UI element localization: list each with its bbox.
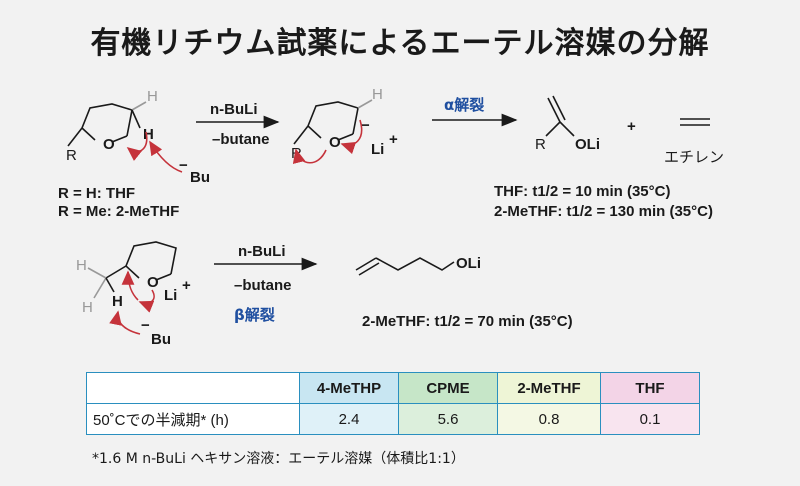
table-cell: 5.6	[398, 403, 498, 435]
enolate-oli: OLi	[575, 136, 600, 153]
thf-ring-start: O R H H	[66, 88, 158, 164]
methf-ring: O H H H Li +	[76, 241, 191, 316]
table-header-row: 4-MeTHP CPME 2-MeTHF THF	[86, 372, 700, 404]
electron-arrow-3	[340, 119, 363, 155]
atom-bu: Bu	[190, 169, 210, 186]
thf-ring-lithiated: O R H − Li +	[291, 86, 398, 162]
atom-o: O	[103, 136, 115, 153]
table-row-label: 50˚Cでの半減期* (h)	[86, 403, 300, 435]
table-header-blank	[86, 372, 300, 404]
table-cell: 0.8	[497, 403, 601, 435]
atom-r: R	[66, 147, 77, 164]
reagent-label-1: n-BuLi	[210, 101, 257, 118]
electron-arrow-5	[121, 270, 139, 301]
product-oli: OLi	[456, 255, 481, 272]
atom-h: H	[112, 293, 123, 310]
plus-sign: +	[389, 131, 398, 148]
table-header-cpme: CPME	[398, 372, 498, 404]
table-header-4methp: 4-MeTHP	[299, 372, 399, 404]
electron-arrow-6	[138, 289, 155, 313]
legend-2methf: R = Me: 2-MeTHF	[58, 203, 179, 220]
beta-cleavage-label: β解裂	[234, 306, 275, 324]
footnote: *1.6 M n-BuLi ヘキサン溶液：エーテル溶媒（体積比1:1）	[92, 451, 465, 467]
legend-thf: R = H: THF	[58, 185, 135, 202]
alkoxide-product: OLi	[355, 255, 481, 276]
electron-arrow-4	[292, 148, 327, 164]
atom-o: O	[147, 274, 159, 291]
byproduct-label-1: –butane	[212, 131, 270, 148]
atom-h-gray: H	[82, 299, 93, 316]
atom-li: Li	[164, 287, 177, 304]
halflife-2methf-beta: 2-MeTHF: t1/2 = 70 min (35°C)	[362, 313, 573, 330]
table-cell: 0.1	[600, 403, 700, 435]
halflife-thf: THF: t1/2 = 10 min (35°C)	[494, 183, 670, 200]
plus-sign: +	[182, 277, 191, 294]
table-header-thf: THF	[600, 372, 700, 404]
minus-sign: −	[179, 157, 188, 174]
plus-sign: +	[627, 118, 636, 135]
electron-arrow-7	[109, 310, 141, 335]
byproduct-label-2: –butane	[234, 277, 292, 294]
atom-r: R	[535, 136, 546, 153]
halflife-2methf-alpha: 2-MeTHF: t1/2 = 130 min (35°C)	[494, 203, 713, 220]
table-header-2methf: 2-MeTHF	[497, 372, 601, 404]
atom-h-gray: H	[147, 88, 158, 105]
atom-h: H	[143, 126, 154, 143]
enolate-product: R OLi	[535, 95, 600, 153]
page-title: 有機リチウム試薬によるエーテル溶媒の分解	[90, 26, 710, 61]
atom-bu: Bu	[151, 331, 171, 348]
atom-li: Li	[371, 141, 384, 158]
electron-arrow-2	[126, 131, 148, 161]
table-row: 50˚Cでの半減期* (h) 2.4 5.6 0.8 0.1	[86, 403, 700, 435]
minus-sign: −	[141, 317, 150, 334]
minus-sign: −	[361, 117, 370, 134]
electron-arrow-1	[149, 140, 183, 173]
atom-h-gray: H	[372, 86, 383, 103]
table-cell: 2.4	[299, 403, 399, 435]
halflife-table: 4-MeTHP CPME 2-MeTHF THF 50˚Cでの半減期* (h) …	[86, 372, 700, 435]
alpha-cleavage-label: α解裂	[444, 96, 484, 114]
atom-h-gray: H	[76, 257, 87, 274]
reagent-label-2: n-BuLi	[238, 243, 285, 260]
ethylene-label: エチレン	[664, 149, 724, 166]
atom-o: O	[329, 134, 341, 151]
